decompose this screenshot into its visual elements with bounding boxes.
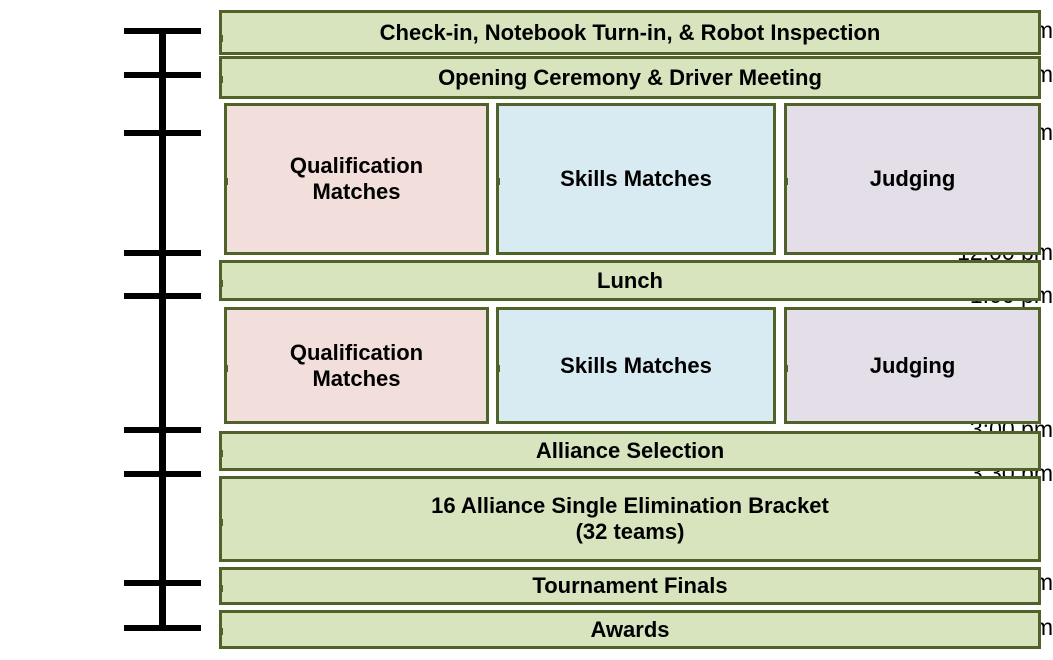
schedule-block-finals[interactable]: Tournament Finals [219, 567, 1041, 605]
block-edge-notch-icon [219, 76, 223, 83]
schedule-block-lunch[interactable]: Lunch [219, 260, 1041, 301]
schedule-block-judging-am[interactable]: Judging [784, 103, 1041, 255]
schedule-block-judging-pm[interactable]: Judging [784, 307, 1041, 424]
schedule-block-quals-am[interactable]: Qualification Matches [224, 103, 489, 255]
block-edge-notch-icon [496, 365, 500, 372]
block-edge-notch-icon [496, 178, 500, 185]
axis-tick [124, 293, 201, 299]
schedule-block-alliance[interactable]: Alliance Selection [219, 431, 1041, 471]
schedule-block-label: Judging [869, 166, 956, 191]
schedule-block-label: Check-in, Notebook Turn-in, & Robot Insp… [379, 19, 881, 45]
schedule-block-label: Awards [590, 616, 670, 642]
axis-tick [124, 72, 201, 78]
schedule-block-checkin[interactable]: Check-in, Notebook Turn-in, & Robot Insp… [219, 10, 1041, 55]
block-edge-notch-icon [224, 365, 228, 372]
axis-tick [124, 427, 201, 433]
block-edge-notch-icon [219, 628, 223, 635]
block-edge-notch-icon [219, 519, 223, 526]
axis-tick [124, 625, 201, 631]
schedule-block-label: Lunch [597, 267, 663, 293]
schedule-block-label: Qualification Matches [289, 339, 424, 391]
schedule-block-skills-am[interactable]: Skills Matches [496, 103, 776, 255]
block-edge-notch-icon [224, 178, 228, 185]
schedule-block-label: Judging [869, 352, 956, 378]
schedule-block-label: Tournament Finals [532, 573, 728, 598]
block-edge-notch-icon [219, 585, 223, 592]
schedule-block-label: 16 Alliance Single Elimination Bracket (… [431, 493, 829, 544]
block-edge-notch-icon [219, 35, 223, 42]
schedule-block-skills-pm[interactable]: Skills Matches [496, 307, 776, 424]
axis-tick [124, 250, 201, 256]
axis-tick [124, 580, 201, 586]
block-edge-notch-icon [219, 450, 223, 457]
schedule-block-label: Qualification Matches [289, 153, 424, 204]
block-edge-notch-icon [784, 365, 788, 372]
schedule-block-opening[interactable]: Opening Ceremony & Driver Meeting [219, 56, 1041, 99]
axis-tick [124, 28, 201, 34]
schedule-block-awards[interactable]: Awards [219, 610, 1041, 649]
time-axis-line [159, 28, 166, 631]
axis-tick [124, 471, 201, 477]
axis-tick [124, 130, 201, 136]
schedule-block-label: Alliance Selection [535, 438, 725, 463]
schedule-block-label: Opening Ceremony & Driver Meeting [438, 64, 822, 90]
block-edge-notch-icon [219, 280, 223, 287]
schedule-block-label: Skills Matches [560, 166, 712, 191]
block-edge-notch-icon [784, 178, 788, 185]
schedule-block-quals-pm[interactable]: Qualification Matches [224, 307, 489, 424]
schedule-block-label: Skills Matches [560, 352, 712, 378]
schedule-block-bracket[interactable]: 16 Alliance Single Elimination Bracket (… [219, 476, 1041, 562]
